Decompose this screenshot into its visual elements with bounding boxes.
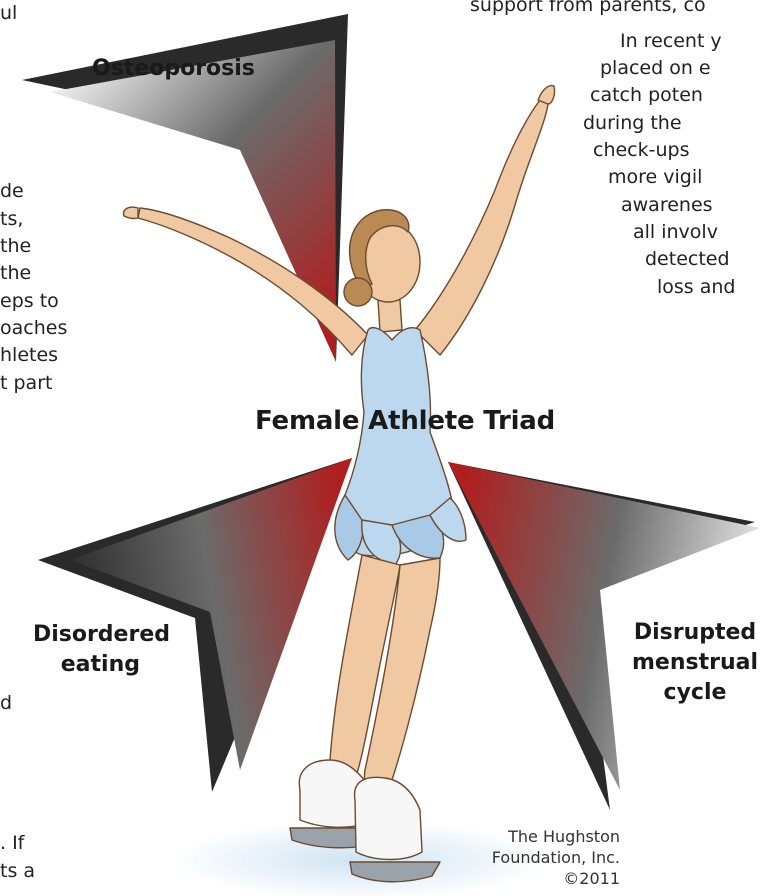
right-text-line: awarenes <box>621 192 713 220</box>
left-text-line: ul <box>0 0 17 28</box>
credit-line: ©2011 <box>440 868 620 889</box>
right-text-line: during the <box>583 110 682 138</box>
right-text-line: all involv <box>633 219 718 247</box>
right-text-line: loss and <box>657 274 736 302</box>
left-text-line: eps to <box>0 288 59 316</box>
right-text-line: check-ups <box>593 137 689 165</box>
label-disordered-eating: Disordered eating <box>10 620 170 680</box>
left-text-line: ts, <box>0 206 23 234</box>
label-line: Disrupted <box>620 618 770 648</box>
left-text-line: d <box>0 690 12 718</box>
label-line: cycle <box>620 678 770 708</box>
left-text-line: oaches <box>0 315 67 343</box>
right-text-line: placed on e <box>600 55 711 83</box>
left-text-line: t part <box>0 370 52 398</box>
right-text-line: In recent y <box>620 28 722 56</box>
credit-line: Foundation, Inc. <box>440 847 620 868</box>
label-line: eating <box>10 650 170 680</box>
right-text-line: catch poten <box>590 82 703 110</box>
right-text-line: detected <box>645 246 730 274</box>
left-text-line: . If <box>0 830 24 858</box>
left-text-line: ts a <box>0 858 35 886</box>
right-text-line: support from parents, co <box>470 0 706 20</box>
credit-line: The Hughston <box>440 826 620 847</box>
copyright-credit: The Hughston Foundation, Inc. ©2011 <box>440 826 620 889</box>
left-text-line: the <box>0 260 31 288</box>
left-text-line: hletes <box>0 342 58 370</box>
label-disrupted-menstrual-cycle: Disrupted menstrual cycle <box>620 618 770 708</box>
left-text-line: the <box>0 233 31 261</box>
diagram-title: Female Athlete Triad <box>255 405 555 437</box>
label-osteoporosis: Osteoporosis <box>92 55 255 83</box>
right-text-line: more vigil <box>608 164 702 192</box>
label-line: Disordered <box>10 620 170 650</box>
left-text-line: de <box>0 178 24 206</box>
label-line: menstrual <box>620 648 770 678</box>
